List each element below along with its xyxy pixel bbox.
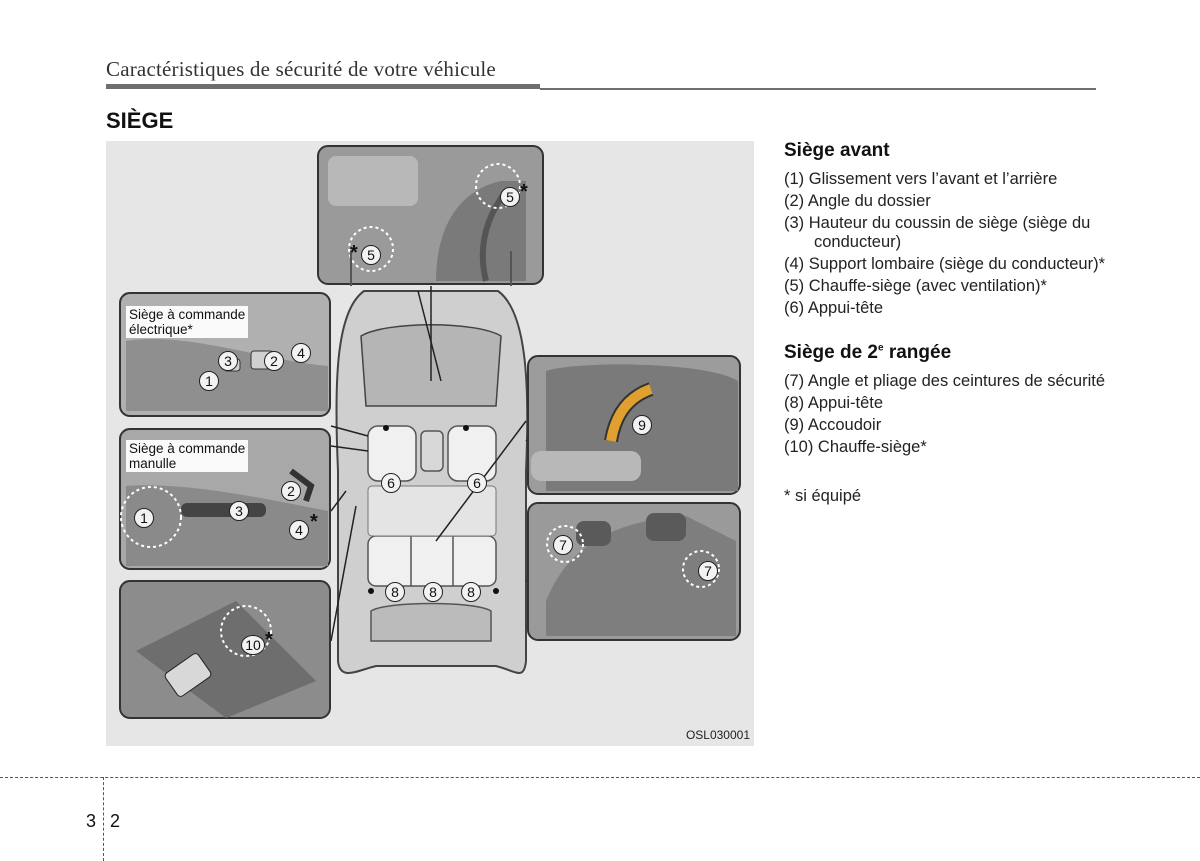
header-rule-thin	[540, 88, 1096, 90]
callout-8-center: 8	[423, 582, 443, 602]
callout-4: 4	[291, 343, 311, 363]
rear-item-8: (8) Appui-tête	[784, 394, 884, 412]
callout-3: 3	[218, 351, 238, 371]
callout-3-manual: 3	[229, 501, 249, 521]
callout-1: 1	[199, 371, 219, 391]
callout-1-manual: 1	[134, 508, 154, 528]
front-item-2: (2) Angle du dossier	[784, 192, 931, 210]
callout-2: 2	[264, 351, 284, 371]
second-row-heading: Siège de 2e rangée	[784, 342, 952, 363]
figure-code: OSL030001	[685, 728, 750, 742]
rear-item-9: (9) Accoudoir	[784, 416, 882, 434]
callout-7-left: 7	[553, 535, 573, 555]
rear-item-10: (10) Chauffe-siège*	[784, 438, 927, 456]
callout-5-left: 5	[361, 245, 381, 265]
running-header: Caractéristiques de sécurité de votre vé…	[106, 57, 496, 81]
section-title: SIÈGE	[106, 108, 174, 133]
star-10: *	[265, 629, 273, 651]
callout-4-manual: 4	[289, 520, 309, 540]
callout-10: 10	[241, 635, 265, 655]
callout-8-left: 8	[385, 582, 405, 602]
front-item-1: (1) Glissement vers l’avant et l’arrière	[784, 170, 1058, 188]
chapter-number: 3	[86, 811, 97, 831]
front-item-3: (3) Hauteur du coussin de siège (siège d…	[784, 214, 1091, 251]
callout-6-left: 6	[381, 473, 401, 493]
front-item-5: (5) Chauffe-siège (avec ventilation)*	[784, 277, 1047, 295]
star-5-left: *	[350, 242, 358, 264]
header-rule	[106, 84, 540, 89]
seat-legend: Siège avant (1) Glissement vers l’avant …	[784, 140, 1114, 506]
callout-5-right: 5	[500, 187, 520, 207]
rear-item-7: (7) Angle et pliage des ceintures de séc…	[784, 372, 1106, 390]
callout-8-right: 8	[461, 582, 481, 602]
callout-7-right: 7	[698, 561, 718, 581]
footnote: * si équipé	[784, 487, 862, 505]
front-seat-heading: Siège avant	[784, 140, 890, 161]
footer-divider	[0, 777, 1200, 778]
callout-2-manual: 2	[281, 481, 301, 501]
star-4-manual: *	[310, 511, 318, 533]
front-item-4: (4) Support lombaire (siège du conducteu…	[784, 255, 1106, 273]
star-5-right: *	[520, 181, 528, 203]
manual-seat-label: Siège à commande manulle	[126, 440, 249, 472]
callout-6-right: 6	[467, 473, 487, 493]
page-number: 2	[110, 811, 121, 831]
front-item-6: (6) Appui-tête	[784, 299, 884, 317]
callout-9: 9	[632, 415, 652, 435]
seat-illustration: Siège à commande électrique* Siège à com…	[106, 141, 754, 746]
page-number-divider	[103, 777, 104, 861]
power-seat-label: Siège à commande électrique*	[126, 306, 249, 338]
